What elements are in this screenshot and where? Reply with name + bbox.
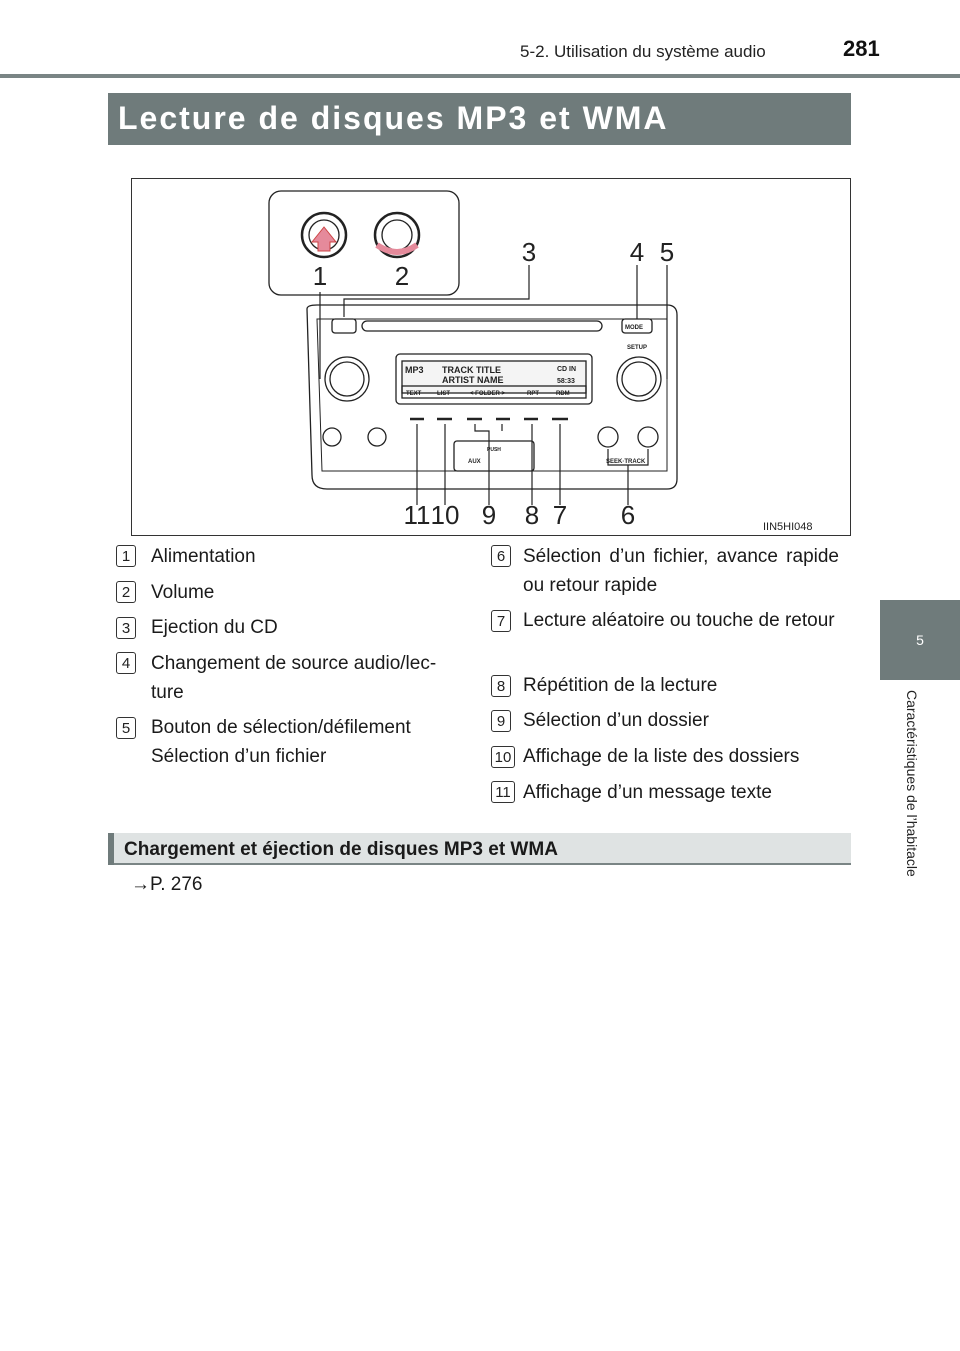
- setup-knob: [616, 356, 662, 402]
- display-btn-folder: < FOLDER >: [470, 391, 506, 397]
- chapter-label: Caractéristiques de l’habitacle: [904, 690, 920, 877]
- page-number: 281: [843, 36, 880, 61]
- legend-item-8: Répétition de la lecture: [523, 675, 718, 696]
- display-frame: [395, 353, 593, 405]
- rotate-arrow-icon: [375, 242, 419, 255]
- audio-unit-illustration: 1 2 3 4 5 11 10 9 8 7 6 MP3 TRACK TITLE …: [268, 190, 678, 530]
- legend-item-10: Affichage de la liste des dossiers: [523, 746, 800, 767]
- chapter-number: 5: [916, 632, 924, 648]
- display-btn-rdm: RDM: [556, 391, 570, 397]
- legend-num-11: 11: [491, 781, 515, 803]
- callout-6: 6: [621, 500, 635, 530]
- callout-9: 9: [482, 500, 496, 530]
- legend-num-6: 6: [491, 545, 511, 567]
- faceplate-outline: [306, 304, 678, 490]
- display-track-title: TRACK TITLE: [442, 365, 501, 375]
- push-label: PUSH: [487, 447, 501, 453]
- header-rule: [0, 74, 960, 78]
- legend-num-10: 10: [491, 746, 515, 768]
- mode-label: MODE: [625, 325, 643, 331]
- display-format-label: MP3: [405, 365, 424, 375]
- subsection-accent: [108, 833, 114, 865]
- legend-item-3: Ejection du CD: [151, 617, 278, 638]
- callout-7: 7: [553, 500, 567, 530]
- legend-num-4: 4: [116, 652, 136, 674]
- aux-label: AUX: [468, 459, 481, 465]
- callout-10: 10: [431, 500, 460, 530]
- legend-item-6: Sélection d’un fichier, avance rapide ou…: [523, 546, 839, 596]
- legend-num-9: 9: [491, 710, 511, 732]
- callout-2: 2: [395, 261, 409, 291]
- display-artist-name: ARTIST NAME: [442, 375, 504, 385]
- legend-item-5: Bouton de sélection/défilement Sélection…: [151, 717, 411, 767]
- subsection-title: Chargement et éjection de disques MP3 et…: [124, 839, 558, 860]
- legend-item-4: Changement de source audio/lec- ture: [151, 653, 437, 703]
- display-btn-list: LIST: [437, 391, 450, 397]
- display-btn-rpt: RPT: [527, 391, 539, 397]
- display-btn-text: TEXT: [406, 391, 422, 397]
- legend-item-1: Alimentation: [151, 546, 256, 567]
- subsection-header: Chargement et éjection de disques MP3 et…: [108, 833, 851, 865]
- cd-slot: [361, 320, 603, 332]
- legend-item-2: Volume: [151, 582, 215, 603]
- figure-code: IIN5HI048: [763, 521, 813, 533]
- callout-4: 4: [630, 237, 644, 267]
- display-tag: CD IN: [557, 366, 576, 373]
- chapter-tab: 5: [880, 600, 960, 680]
- callout-11: 11: [404, 500, 431, 530]
- legend-num-5: 5: [116, 717, 136, 739]
- legend-num-8: 8: [491, 675, 511, 697]
- seek-track-label: SEEK·TRACK: [606, 459, 646, 465]
- legend-num-2: 2: [116, 581, 136, 603]
- chapter-label-vertical: Caractéristiques de l’habitacle: [898, 690, 926, 930]
- callout-5: 5: [660, 237, 674, 267]
- power-volume-knob: [324, 356, 370, 402]
- legend-num-1: 1: [116, 545, 136, 567]
- page-title: Lecture de disques MP3 et WMA: [118, 100, 669, 136]
- eject-button-shape: [331, 318, 357, 334]
- callout-1: 1: [313, 261, 327, 291]
- running-header-section: 5-2. Utilisation du système audio: [520, 42, 766, 61]
- legend-item-9: Sélection d’un dossier: [523, 710, 709, 731]
- legend-item-7: Lecture aléatoire ou touche de retour: [523, 610, 835, 631]
- page-title-bar: Lecture de disques MP3 et WMA: [108, 93, 851, 145]
- audio-unit-figure: 1 2 3 4 5 11 10 9 8 7 6 MP3 TRACK TITLE …: [131, 178, 851, 536]
- callout-8: 8: [525, 500, 539, 530]
- display-time: 58:33: [557, 378, 575, 385]
- knob-zoom-box: [268, 190, 460, 296]
- push-arrow-icon: [310, 226, 338, 252]
- page-reference: →P. 276: [131, 874, 203, 895]
- legend-num-7: 7: [491, 610, 511, 632]
- setup-label: SETUP: [627, 345, 647, 351]
- legend-num-3: 3: [116, 617, 136, 639]
- legend-item-11: Affichage d’un message texte: [523, 782, 772, 803]
- callout-3: 3: [522, 237, 536, 267]
